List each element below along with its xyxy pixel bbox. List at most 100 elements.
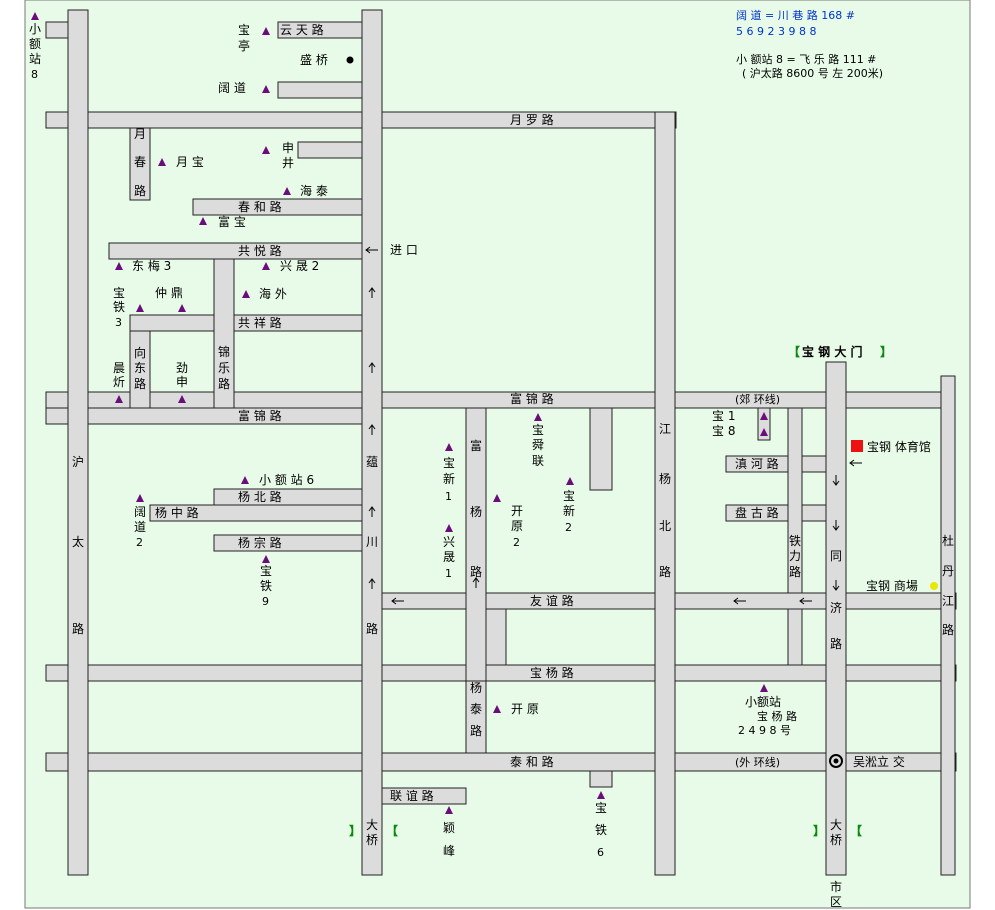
road-fujin-west-lower xyxy=(45,407,363,425)
place-baoxin1-1: 宝 xyxy=(443,456,455,470)
label-yangzong: 杨 宗 路 xyxy=(238,535,282,550)
place-kaiyuan2-2: 原 xyxy=(511,519,523,533)
road-lianyi xyxy=(381,787,467,805)
marker-kaiyuan2 xyxy=(493,494,501,502)
label-tongji-2: 济 xyxy=(830,600,842,615)
marker-kaiyuan xyxy=(493,705,501,713)
marker-haitai xyxy=(283,187,291,195)
road-tieli-south xyxy=(787,608,803,666)
marker-kuodao xyxy=(262,85,270,93)
road-gongyue xyxy=(108,242,363,260)
arrow-entrance xyxy=(365,246,378,254)
place-markers xyxy=(31,12,938,814)
label-youyi: 友 谊 路 xyxy=(530,593,574,608)
place-tiyuguan: 宝钢 体育馆 xyxy=(867,439,931,454)
label-xiangdong-2: 东 xyxy=(134,361,146,375)
road-hutai xyxy=(67,9,89,876)
place-kaiyuan2-3: 2 xyxy=(513,536,520,549)
label-tieli-2: 力 xyxy=(789,549,801,563)
label-dudanjiang-4: 路 xyxy=(942,622,954,637)
label-tieli-1: 铁 xyxy=(789,534,801,548)
interchange-center-icon xyxy=(833,758,839,764)
arrow-up-1 xyxy=(368,287,376,298)
place-baotie9-3: 9 xyxy=(262,595,269,608)
road-yangbei xyxy=(213,488,363,506)
place-baotie3-3: 3 xyxy=(115,316,122,329)
place-yingfeng-1: 颖 xyxy=(443,821,455,835)
place-xingsheng1-3: 1 xyxy=(445,567,452,580)
label-jinle-3: 路 xyxy=(218,376,230,391)
place-baotie9-2: 铁 xyxy=(260,579,272,593)
arrow-up-3 xyxy=(368,424,376,435)
place-xiaoezhan8-1: 小 xyxy=(29,22,41,36)
label-jiangyangbei-1: 江 xyxy=(659,422,671,436)
place-baoshunlian-1: 宝 xyxy=(532,423,544,437)
interchange-icon xyxy=(829,754,843,768)
marker-xiaoezhan-east xyxy=(760,684,768,692)
place-yuebao: 月 宝 xyxy=(176,155,204,169)
road-jiaohuan xyxy=(674,391,956,409)
arrow-up-5 xyxy=(368,578,376,589)
road-dudanjiang xyxy=(940,375,956,876)
road-xiaoezhan-spur xyxy=(45,21,69,39)
place-kuodao: 阔 道 xyxy=(218,81,246,95)
road-network xyxy=(45,9,957,876)
label-jiangyangbei-3: 北 xyxy=(659,519,671,533)
marker-baoxin2 xyxy=(566,477,574,485)
marker-jinshen xyxy=(178,395,186,403)
label-waihuan: (外 环线) xyxy=(735,755,780,769)
place-xingsheng1-1: 兴 xyxy=(443,535,455,549)
arrow-left-1 xyxy=(391,597,404,605)
label-tongji-1: 同 xyxy=(830,549,842,563)
label-tieli-3: 路 xyxy=(789,564,801,579)
road-yangzhong xyxy=(149,504,363,522)
arrow-left-2 xyxy=(733,597,746,605)
place-jinshen-1: 劲 xyxy=(176,361,188,375)
road-yunchuan xyxy=(361,9,383,876)
place-baoting-2: 亭 xyxy=(238,38,250,53)
arrow-left-4 xyxy=(849,459,862,467)
place-baoting-1: 宝 xyxy=(238,23,250,37)
marker-baotie6 xyxy=(597,791,605,799)
label-tongji-3: 路 xyxy=(830,636,842,651)
label-pangu: 盘 古 路 xyxy=(735,505,779,520)
label-dudanjiang-1: 杜 xyxy=(942,533,954,548)
road-xiangdong xyxy=(129,330,151,409)
road-baoyang xyxy=(45,664,957,682)
arrow-down-3 xyxy=(832,580,840,591)
marker-dongmei3 xyxy=(115,262,123,270)
road-tongji xyxy=(825,361,847,876)
place-baoxin1-3: 1 xyxy=(445,490,452,503)
label-yangtai-2: 泰 xyxy=(470,702,482,716)
info-line-1: 阔 道 = 川 巷 路 168 # xyxy=(736,8,855,22)
label-fuyang-2: 杨 xyxy=(470,504,482,519)
place-yingfeng-2: 峰 xyxy=(443,844,455,858)
bracket-left-e: 】 xyxy=(813,823,825,838)
bracket-right-w: 【 xyxy=(386,823,398,838)
marker-xingsheng1 xyxy=(445,524,453,532)
marker-chenxin xyxy=(115,395,123,403)
road-jinle xyxy=(213,258,235,409)
label-dudanjiang-2: 丹 xyxy=(942,564,954,578)
place-baoxin2-2: 新 xyxy=(563,503,575,518)
place-baotie3-2: 铁 xyxy=(113,300,125,314)
label-daqiao-e-1: 大 xyxy=(830,818,842,832)
road-labels-vertical: 沪 太 路 蕴 川 路 富 杨 路 江 杨 北 路 同 济 路 杜 丹 江 路 … xyxy=(72,127,954,909)
place-kuodao2-2: 道 xyxy=(134,520,146,534)
label-yangbei: 杨 北 路 xyxy=(238,489,282,504)
label-hutai-3: 路 xyxy=(72,621,84,636)
road-jiangyangbei xyxy=(654,111,676,876)
label-yunchuan-1: 蕴 xyxy=(366,455,378,469)
label-shiqu-2: 区 xyxy=(830,895,842,909)
label-jinle-1: 锦 xyxy=(218,345,230,359)
label-jiangyangbei-4: 路 xyxy=(659,564,671,579)
road-baotie6-spur xyxy=(589,770,613,788)
label-dudanjiang-3: 江 xyxy=(942,594,954,608)
marker-fubao xyxy=(199,217,207,225)
label-baoyang: 宝 杨 路 xyxy=(530,665,574,680)
info-line-2: 5 6 9 2 3 9 8 8 xyxy=(736,25,816,38)
marker-xiaoezhan6 xyxy=(241,476,249,484)
direction-arrows xyxy=(365,246,862,605)
place-baoxin2-1: 宝 xyxy=(563,489,575,503)
